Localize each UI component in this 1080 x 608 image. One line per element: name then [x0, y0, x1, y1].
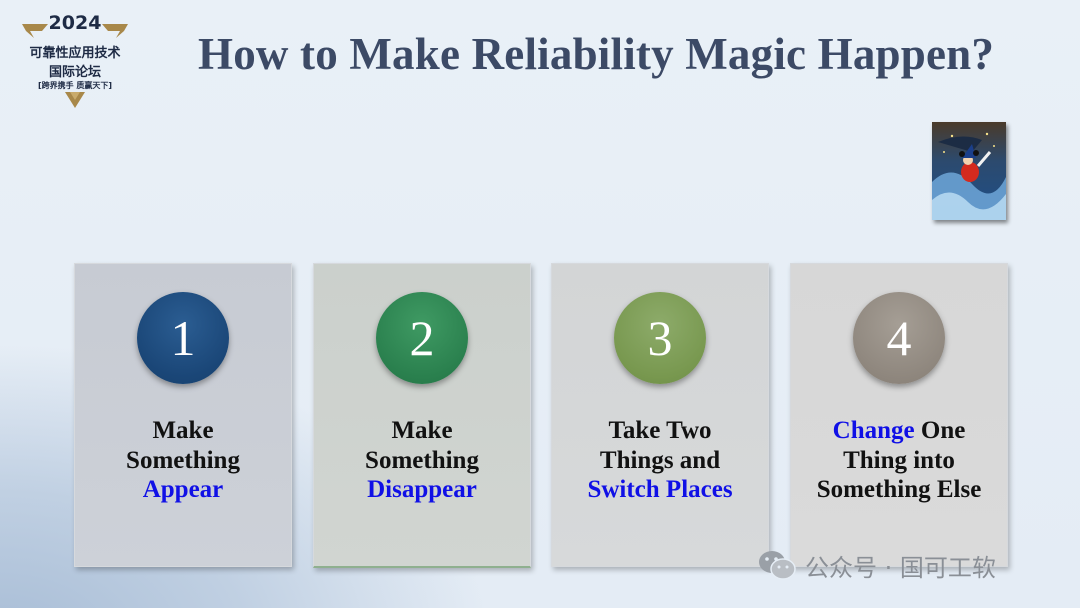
step-3-line-2: Things and	[599, 446, 721, 474]
sorcerer-picture-icon	[932, 122, 1006, 220]
step-label-2: Make Something Disappear	[314, 416, 530, 505]
logo-year: 2024	[48, 12, 102, 34]
step-1-highlight: Appear	[142, 476, 224, 503]
step-card-4: 4 Change One Thing into Something Else	[790, 263, 1008, 567]
step-4-line-3: Something Else	[816, 476, 982, 503]
logo-triangle-icon	[65, 92, 85, 108]
logo-title-line-1: 可靠性应用技术	[29, 46, 121, 61]
step-4-highlight: Change	[832, 417, 915, 444]
step-number-circle-1: 1	[137, 292, 229, 384]
slide-title: How to Make Reliability Magic Happen?	[198, 29, 995, 79]
step-number-circle-3: 3	[614, 292, 706, 384]
logo-wing-left-icon	[22, 24, 48, 38]
logo-title-line-2: 国际论坛	[48, 65, 101, 80]
step-3-highlight: Switch Places	[587, 476, 733, 503]
step-1-line-2: Something	[126, 446, 240, 474]
step-number-circle-2: 2	[376, 292, 468, 384]
step-4-line-1-rest: One	[914, 417, 966, 444]
wechat-icon	[759, 551, 796, 580]
step-3-line-1: Take Two	[608, 417, 712, 444]
watermark-text: 公众号 · 国可工软	[805, 553, 996, 582]
step-4-line-2: Thing into	[843, 446, 955, 474]
step-1-line-1: Make	[152, 417, 214, 444]
step-2-line-2: Something	[365, 446, 479, 474]
logo-wing-right-icon	[102, 24, 128, 38]
step-label-4: Change One Thing into Something Else	[791, 416, 1007, 505]
step-label-3: Take Two Things and Switch Places	[552, 416, 768, 505]
step-number-circle-4: 4	[853, 292, 945, 384]
step-2-line-1: Make	[391, 417, 453, 444]
step-card-1: 1 Make Something Appear	[74, 263, 292, 567]
step-card-2: 2 Make Something Disappear	[313, 263, 531, 568]
wechat-watermark: 公众号 · 国可工软	[757, 548, 996, 582]
logo-slogan: [跨界携手 质赢天下]	[37, 81, 113, 90]
step-4-line-1: Change One	[791, 416, 1007, 446]
step-card-3: 3 Take Two Things and Switch Places	[551, 263, 769, 567]
forum-logo: 2024 可靠性应用技术 国际论坛 [跨界携手 质赢天下]	[18, 8, 132, 112]
step-2-highlight: Disappear	[367, 476, 477, 503]
step-label-1: Make Something Appear	[75, 416, 291, 505]
sorcerer-mickey-picture	[932, 122, 1006, 220]
